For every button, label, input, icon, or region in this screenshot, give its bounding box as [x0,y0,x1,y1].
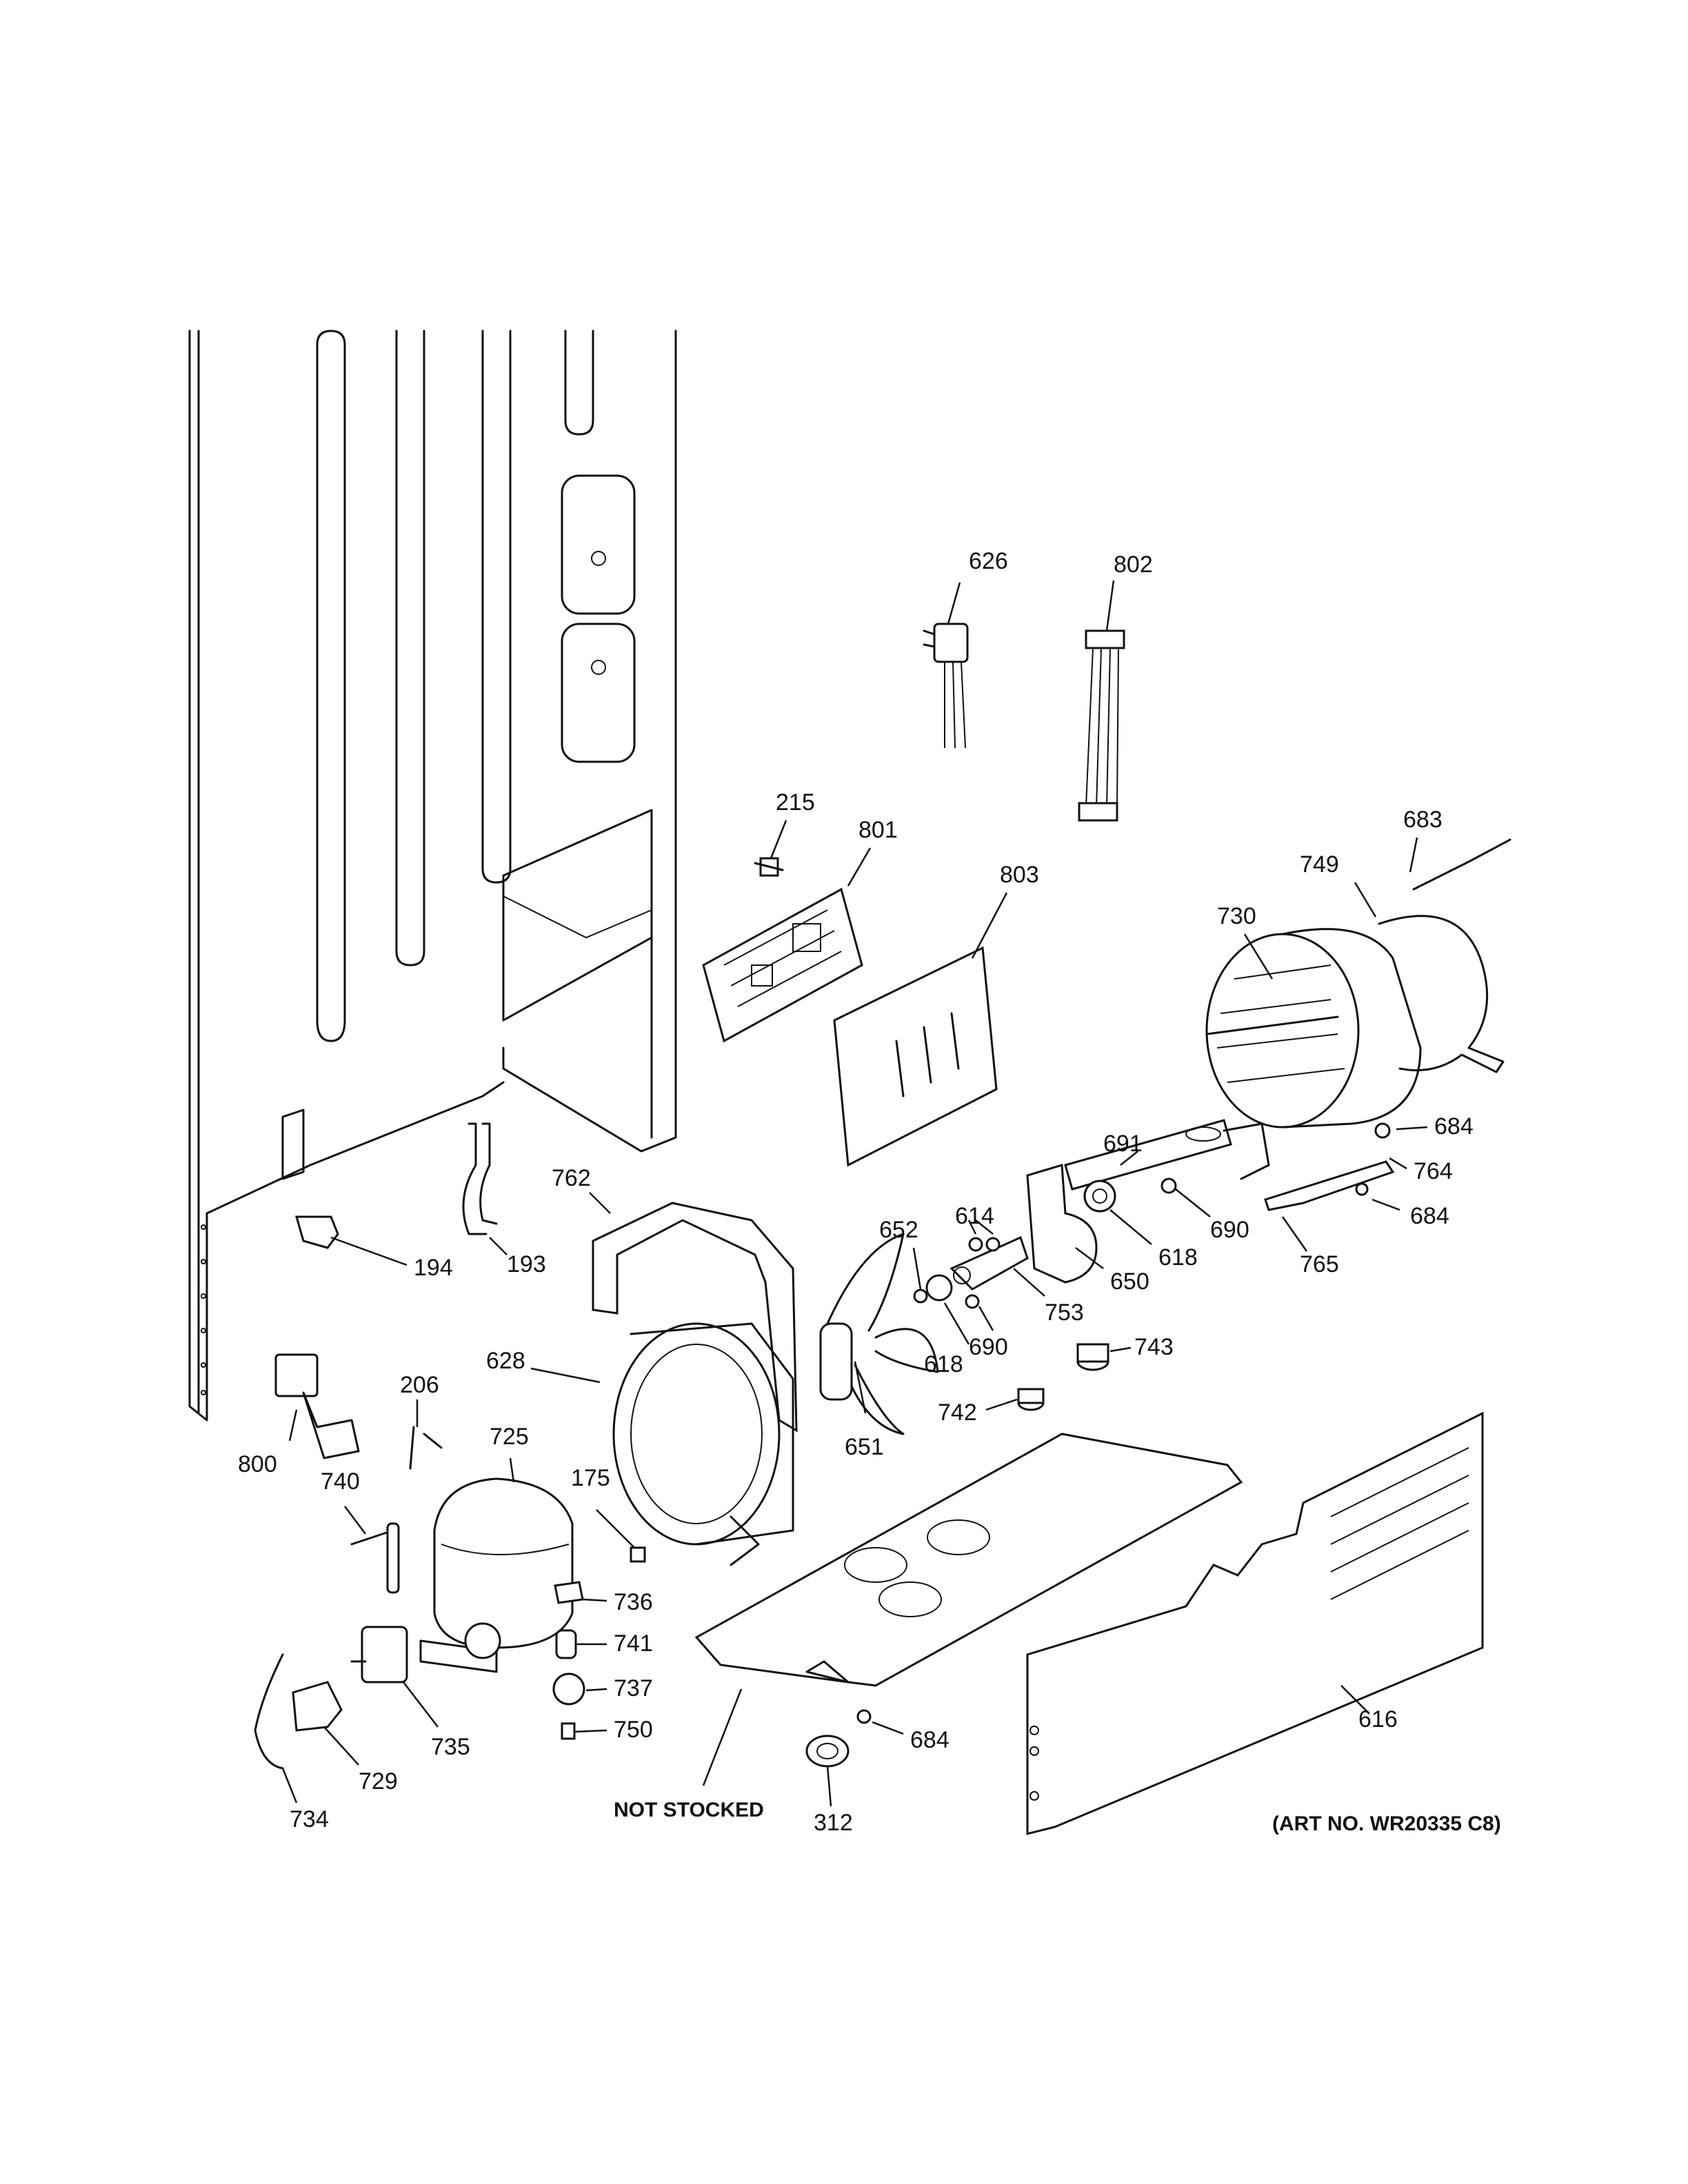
callout-312: 312 [814,1810,853,1836]
callout-803: 803 [1000,862,1039,888]
cabinet-back-panel [188,330,677,1422]
tube-193 [462,1122,498,1235]
callout-175: 175 [571,1465,610,1491]
tubing-740 [350,1522,400,1594]
callout-650: 650 [1110,1268,1149,1295]
cover-729 [292,1681,343,1732]
fan-blade-651 [819,1233,939,1435]
callout-628: 628 [486,1348,525,1374]
grommet-618 [1083,1180,1116,1213]
callout-691: 691 [1103,1131,1143,1157]
callout-729: 729 [359,1768,398,1794]
callout-614: 614 [955,1203,994,1229]
screw-684-top [1374,1122,1391,1139]
cable-tie-683 [1412,838,1511,891]
callout-802: 802 [1114,552,1153,578]
callout-736: 736 [614,1589,653,1615]
art-number-label: (ART NO. WR20335 C8) [1272,1812,1501,1835]
fan-bracket-762 [592,1202,798,1433]
callout-690-bottom: 690 [969,1334,1008,1360]
callout-800: 800 [238,1451,277,1477]
callout-734: 734 [290,1806,329,1832]
relay-735 [350,1626,408,1684]
valve-800 [274,1353,360,1459]
feet-742-743 [1017,1343,1109,1411]
screw-684-mid [1355,1182,1369,1196]
motor-650 [1026,1164,1098,1284]
leader-lines [281,580,1428,1807]
callout-616: 616 [1358,1706,1398,1732]
callout-725: 725 [490,1424,529,1450]
callout-684-mid: 684 [1410,1203,1449,1229]
base-pan [694,1433,1243,1687]
callout-206: 206 [400,1372,439,1398]
callout-749: 749 [1300,851,1339,878]
power-cord-626 [923,623,969,749]
nut-614 [968,1237,1001,1252]
grommet-652-618 [913,1274,980,1309]
bracket-765 [1264,1160,1395,1211]
callout-652: 652 [879,1217,918,1243]
callout-690-top: 690 [1210,1217,1249,1243]
callout-618-top: 618 [1158,1244,1198,1271]
compressor-725 [419,1477,574,1673]
callout-626: 626 [969,548,1008,574]
callout-684-top: 684 [1434,1113,1474,1140]
callout-737: 737 [614,1675,653,1701]
callout-762: 762 [552,1165,591,1191]
callout-labels: 626 802 215 801 803 683 749 730 691 684 … [238,548,1501,1836]
screw-690 [1160,1177,1177,1194]
callout-730: 730 [1217,903,1256,929]
callout-194: 194 [414,1255,453,1281]
callout-684-bottom: 684 [910,1727,950,1753]
bracket-691 [1064,1119,1270,1191]
callout-765: 765 [1300,1251,1339,1277]
clip-194 [295,1215,339,1249]
board-cover-803 [833,946,998,1167]
callout-683: 683 [1403,807,1443,833]
condenser-730 [1205,928,1422,1129]
screw-684-bottom [856,1709,872,1724]
shroud-749 [1378,915,1505,1073]
callout-215: 215 [776,789,815,816]
control-board-801 [702,887,863,1043]
not-stocked-label: NOT STOCKED [614,1799,764,1821]
callout-743: 743 [1134,1334,1174,1360]
wire-harness-802 [1078,629,1125,822]
wire-734 [254,1653,284,1770]
roller-312 [805,1735,850,1768]
callout-193: 193 [507,1251,546,1277]
clip-206 [409,1426,443,1470]
callout-740: 740 [321,1468,360,1495]
callout-801: 801 [858,817,898,843]
callout-742: 742 [938,1399,977,1426]
connector-215 [754,857,784,877]
grille-616 [1026,1411,1484,1835]
callout-741: 741 [614,1630,653,1657]
callout-735: 735 [431,1734,470,1760]
callout-618-bottom: 618 [924,1351,963,1377]
callout-753: 753 [1045,1300,1084,1326]
callout-651: 651 [845,1434,884,1460]
fan-shroud-628 [612,1322,794,1566]
callout-750: 750 [614,1717,653,1743]
screw-175 [630,1546,646,1563]
callout-764: 764 [1414,1158,1453,1184]
grommet-736-741-737-750 [552,1581,585,1740]
